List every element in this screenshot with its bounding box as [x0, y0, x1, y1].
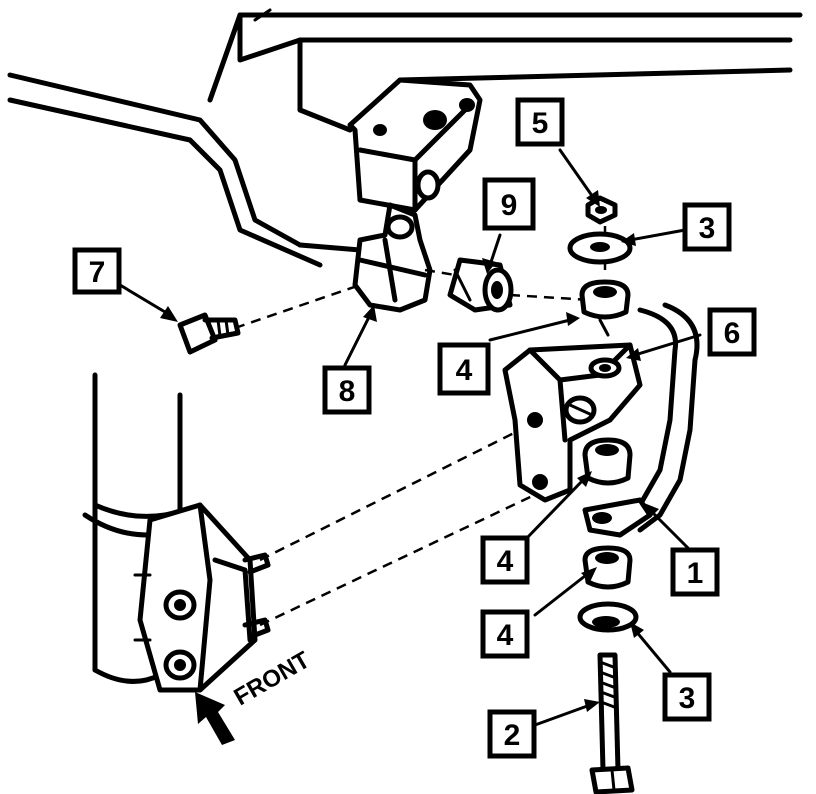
- stabilizer-bar-end: [582, 302, 700, 538]
- control-arm-bracket: [502, 342, 643, 503]
- callout-label-4-middle: 4: [497, 545, 514, 578]
- callout-label-4-upper: 4: [456, 354, 473, 387]
- callout-label-4-lower: 4: [497, 619, 514, 652]
- strut-clamp: [133, 502, 271, 693]
- callout-3-upper: 3: [682, 202, 732, 252]
- bolt-upper: [177, 312, 241, 355]
- frame-rail: [207, 8, 803, 133]
- grommet-upper: [579, 279, 631, 337]
- callout-2: 2: [487, 709, 537, 759]
- callout-label-6: 6: [724, 317, 741, 350]
- callout-label-2: 2: [504, 719, 521, 752]
- callout-7: 7: [72, 247, 122, 295]
- callout-3-lower: 3: [662, 672, 712, 722]
- upper-nut: [585, 195, 618, 225]
- link-bolt: [589, 652, 635, 794]
- leader-arrows: [118, 148, 702, 727]
- callout-label-1: 1: [687, 557, 704, 590]
- callout-label-9: 9: [501, 189, 518, 222]
- callout-label-7: 7: [89, 256, 106, 289]
- stabilizer-bar: [7, 72, 403, 268]
- callout-4-lower: 4: [480, 609, 530, 659]
- callout-8: 8: [322, 365, 372, 415]
- bar-bracket-clamp: [352, 202, 433, 313]
- callout-4-upper: 4: [437, 342, 491, 396]
- callout-5: 5: [515, 97, 565, 147]
- assembly-centerlines: [234, 205, 607, 627]
- callout-label-5: 5: [532, 107, 549, 140]
- lower-washer: [577, 601, 639, 633]
- callout-9: 9: [482, 177, 536, 231]
- callout-label-3-lower: 3: [679, 682, 696, 715]
- grommet-middle: [582, 437, 633, 486]
- callout-4-middle: 4: [480, 535, 530, 585]
- upper-washer: [567, 231, 633, 265]
- callout-6: 6: [707, 307, 757, 357]
- front-direction-label: FRONT: [230, 646, 315, 711]
- callout-1: 1: [670, 547, 720, 597]
- front-arrow-icon: [195, 692, 235, 745]
- callout-label-3-upper: 3: [699, 212, 716, 245]
- frame-bracket: [347, 77, 483, 213]
- bushing: [447, 257, 514, 313]
- grommet-lower: [582, 545, 633, 590]
- callout-label-8: 8: [339, 375, 356, 408]
